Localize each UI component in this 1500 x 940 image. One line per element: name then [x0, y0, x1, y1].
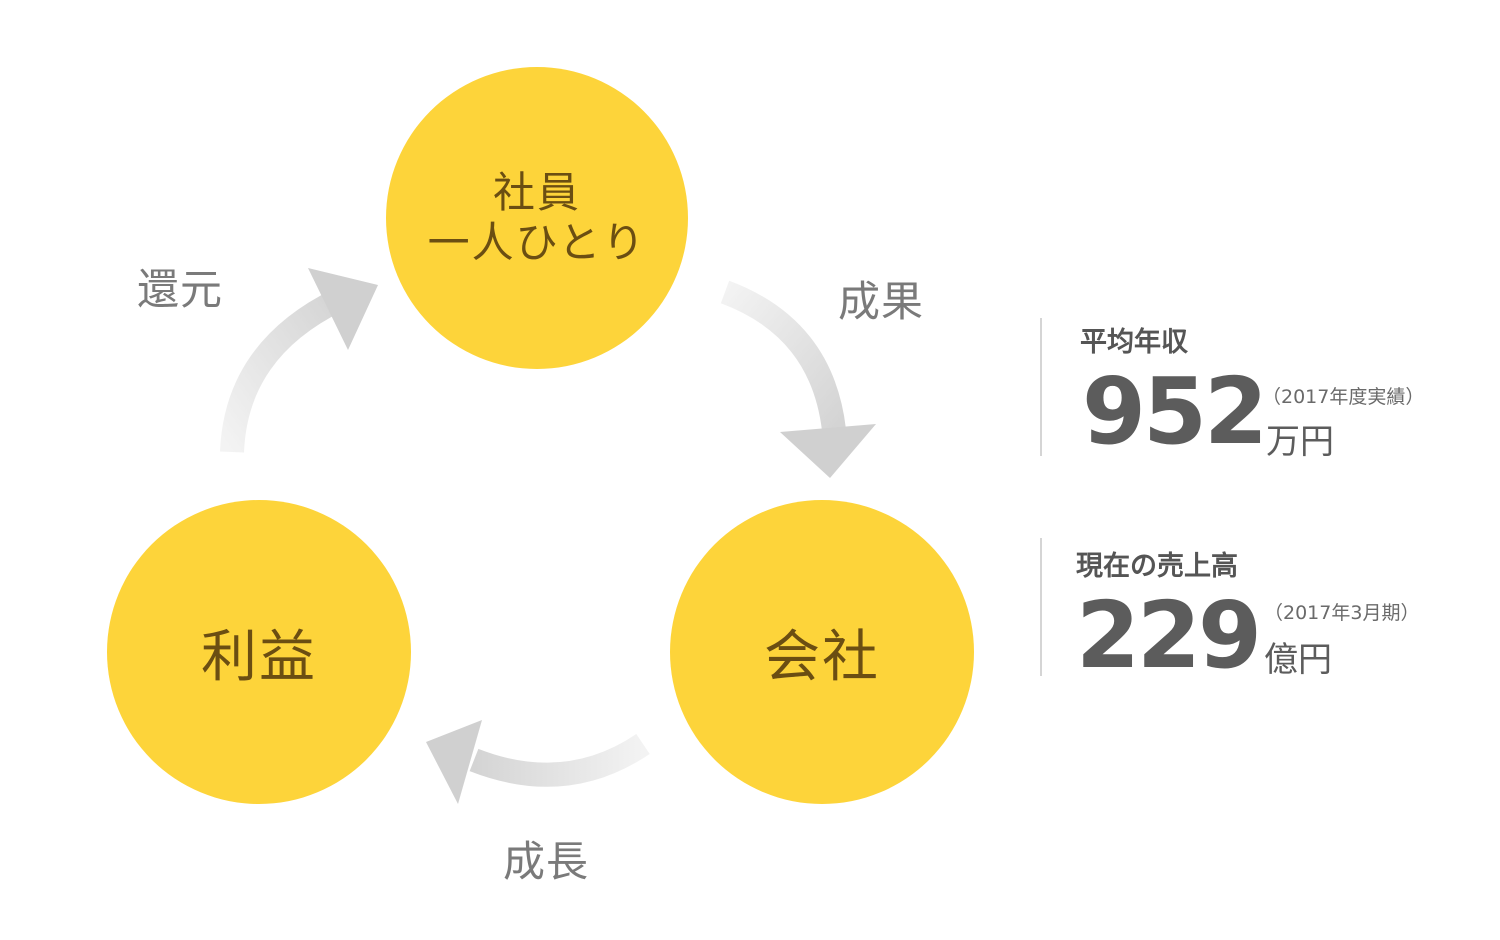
node-company: 会社: [670, 500, 974, 804]
stat-sales-title: 現在の売上高: [1076, 551, 1238, 582]
node-employees-line1: 社員: [492, 168, 581, 217]
arrow-results-shaft: [720, 280, 846, 432]
stat-sales-note: （2017年3月期）: [1264, 602, 1420, 624]
node-profit-label: 利益: [201, 624, 317, 690]
node-employees: 社員 一人ひとり: [386, 67, 688, 369]
arrow-label-results: 成果: [838, 277, 925, 326]
arrow-growth-shaft: [469, 733, 650, 787]
arrow-results-head: [780, 424, 876, 478]
stat-sales-value: 229: [1076, 582, 1262, 689]
arrow-label-growth: 成長: [503, 837, 590, 886]
stat-sales-unit: 億円: [1264, 640, 1332, 680]
stat-current-sales: 現在の売上高 229 （2017年3月期） 億円: [1040, 538, 1462, 686]
stat-salary-title: 平均年収: [1080, 327, 1188, 358]
arrow-label-return: 還元: [137, 265, 224, 314]
stat-salary-value: 952: [1082, 358, 1268, 465]
arrow-return-shaft: [220, 289, 344, 453]
stat-salary-note: （2017年度実績）: [1262, 386, 1425, 408]
node-employees-line2: 一人ひとり: [427, 218, 647, 267]
node-company-label: 会社: [764, 624, 880, 690]
arrow-return-head: [308, 268, 378, 350]
stat-salary-unit: 万円: [1266, 422, 1334, 462]
arrow-growth-head: [426, 720, 482, 804]
node-profit: 利益: [107, 500, 411, 804]
stat-average-salary: 平均年収 952 （2017年度実績） 万円: [1040, 318, 1462, 462]
